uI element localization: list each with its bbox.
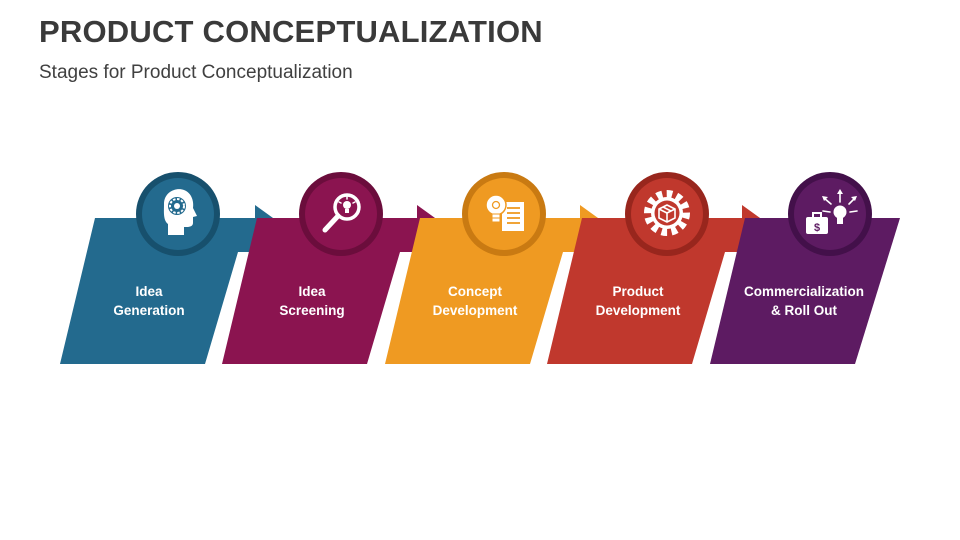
stage-5-label-line2: & Roll Out bbox=[771, 303, 837, 318]
svg-text:$: $ bbox=[814, 222, 820, 234]
page-subtitle: Stages for Product Conceptualization bbox=[39, 62, 353, 83]
stage-2-label: Idea Screening bbox=[237, 282, 387, 320]
stage-1-label-line1: Idea bbox=[135, 284, 163, 299]
stage-3-arrow bbox=[385, 205, 623, 364]
stage-3-label: Concept Development bbox=[400, 282, 550, 320]
stage-2-circle bbox=[305, 178, 377, 250]
stage-2-label-line2: Screening bbox=[279, 303, 345, 318]
stage-5-arrow bbox=[710, 218, 900, 364]
stage-4-label-line1: Product bbox=[612, 284, 664, 299]
stage-4 bbox=[547, 172, 785, 364]
stage-5-label-line1: Commercialization bbox=[743, 284, 865, 299]
magnifier-bulb-icon bbox=[322, 193, 361, 233]
stage-4-arrow bbox=[547, 205, 785, 364]
bulb-document-icon bbox=[485, 194, 524, 231]
stage-1-arrow bbox=[60, 205, 298, 364]
stage-5-circle bbox=[794, 178, 866, 250]
stage-3-label-line2: Development bbox=[432, 303, 518, 318]
stage-2-label-line1: Idea bbox=[298, 284, 326, 299]
stage-1 bbox=[60, 172, 298, 364]
stage-4-label: Product Development bbox=[563, 282, 713, 320]
stage-3 bbox=[385, 172, 623, 364]
gear-box-icon bbox=[644, 190, 690, 236]
head-gear-icon bbox=[163, 189, 197, 235]
stage-3-label-line1: Concept bbox=[448, 284, 502, 299]
stage-4-label-line2: Development bbox=[595, 303, 681, 318]
stage-2 bbox=[222, 172, 460, 364]
stage-1-label: Idea Generation bbox=[74, 282, 224, 320]
stage-1-label-line2: Generation bbox=[113, 303, 185, 318]
stage-2-arrow bbox=[222, 205, 460, 364]
briefcase-bulb-icon: $ bbox=[806, 189, 858, 234]
page-title: PRODUCT CONCEPTUALIZATION bbox=[39, 14, 543, 49]
stage-5-label: Commercialization & Roll Out bbox=[729, 282, 879, 320]
stage-5: $ bbox=[710, 172, 900, 364]
